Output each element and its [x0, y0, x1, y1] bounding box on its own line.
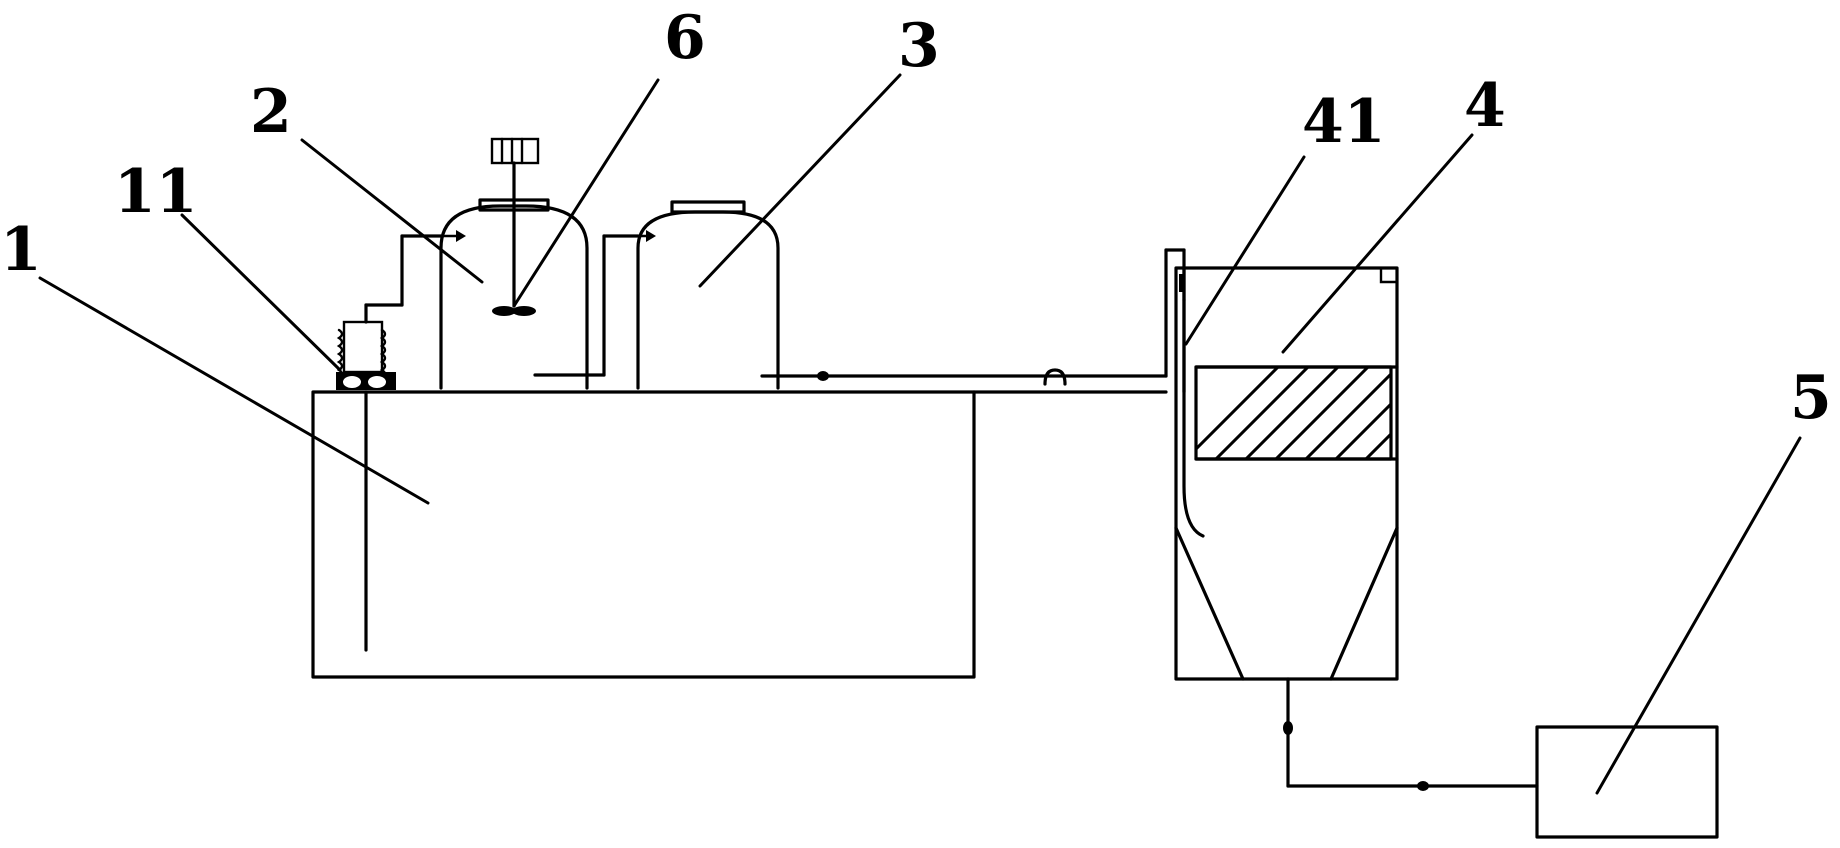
label-connector-11: 11 — [114, 157, 198, 227]
label-pipe-41: 41 — [1302, 87, 1386, 157]
label-dosing-tank-2: 2 — [250, 77, 292, 147]
storage-tank — [1535, 725, 1719, 839]
label-main-tank: 1 — [0, 215, 42, 285]
inner-pipe — [1182, 298, 1205, 538]
connector-assembly — [336, 303, 404, 390]
label-agitator-6: 6 — [664, 3, 706, 73]
discharge-pipe — [1283, 677, 1539, 791]
filter-media — [1194, 365, 1399, 461]
leader-lines — [38, 73, 1802, 795]
label-dosing-tank-3: 3 — [898, 11, 940, 81]
filter-tank — [1174, 266, 1399, 681]
dosing-tank-2 — [400, 198, 589, 390]
main-tank — [311, 390, 976, 679]
feed-pipe — [760, 248, 1186, 394]
dosing-tank-3 — [533, 200, 780, 390]
label-filter-tank-4: 4 — [1464, 71, 1506, 141]
label-storage-tank-5: 5 — [1790, 363, 1832, 433]
agitator — [490, 137, 540, 316]
